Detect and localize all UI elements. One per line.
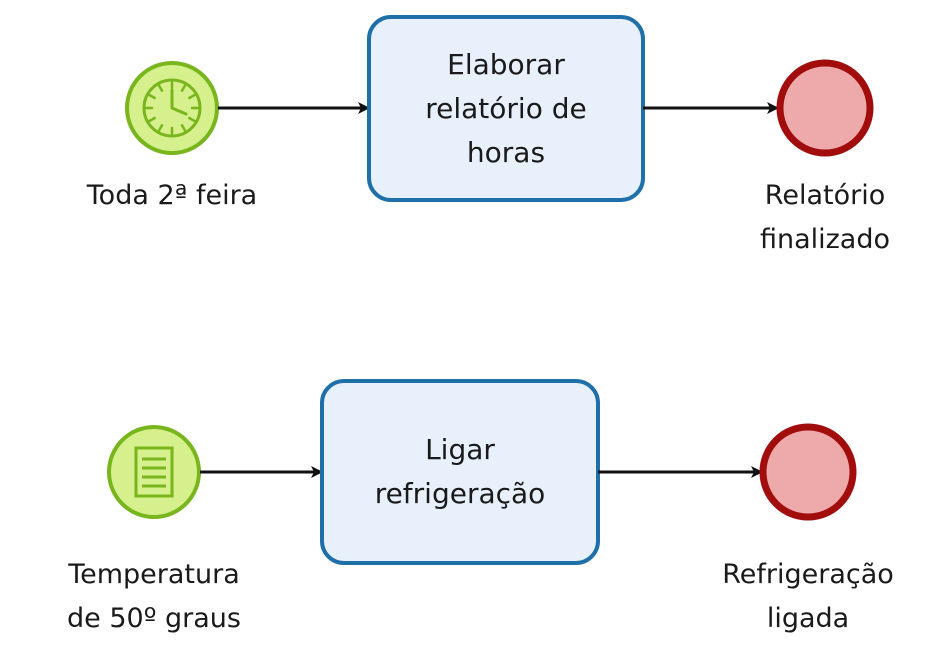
label-line: Elaborar [447, 47, 565, 81]
label-line: Relatório [764, 180, 886, 211]
end-event[interactable] [776, 59, 874, 157]
conditional-start-event[interactable] [107, 425, 201, 519]
task-label: Elaborar relatório de horas [371, 19, 641, 198]
task-label: Ligar refrigeração [324, 383, 596, 561]
label-line: refrigeração [374, 477, 546, 510]
end-event-label: Refrigeração ligada [696, 553, 920, 641]
label-line: Toda 2ª feira [86, 180, 258, 211]
label-line: ligada [766, 603, 850, 634]
conditional-document-icon [134, 446, 174, 498]
label-line: Temperatura [68, 559, 240, 590]
start-event-label: Temperatura de 50º graus [34, 553, 274, 641]
timer-start-event[interactable] [125, 61, 219, 155]
end-event[interactable] [759, 423, 857, 521]
label-line: finalizado [759, 224, 891, 255]
label-line: de 50º graus [67, 603, 241, 634]
start-event-label: Toda 2ª feira [52, 174, 292, 218]
label-line: Refrigeração [722, 559, 894, 590]
label-line: relatório de [425, 91, 587, 125]
timer-icon [142, 78, 202, 138]
label-line: horas [466, 135, 546, 169]
end-event-label: Relatório finalizado [725, 174, 925, 262]
label-line: Ligar [425, 433, 495, 466]
